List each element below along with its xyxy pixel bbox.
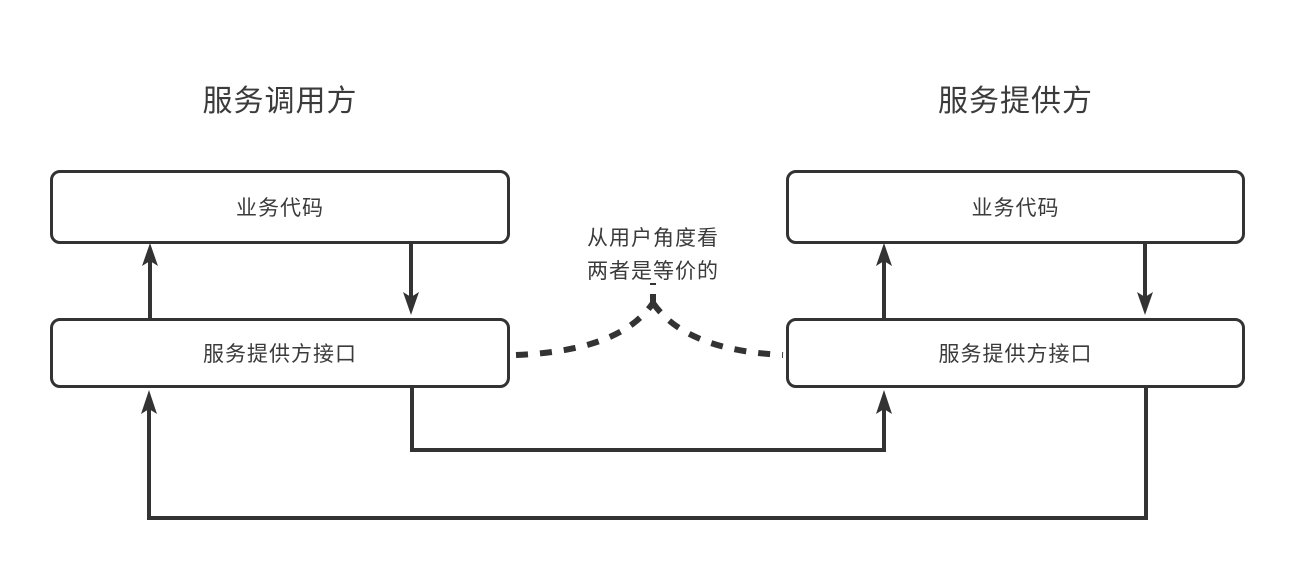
connector-caller-iface-to-biz (142, 243, 158, 318)
node-caller-business-code[interactable]: 业务代码 (50, 170, 510, 244)
connector-provider-iface-to-caller-iface (141, 388, 1148, 520)
node-provider-business-code[interactable]: 业务代码 (786, 170, 1245, 244)
column-title-caller: 服务调用方 (202, 85, 358, 118)
node-caller-provider-interface[interactable]: 服务提供方接口 (50, 318, 510, 388)
node-label: 业务代码 (971, 197, 1060, 220)
node-label: 服务提供方接口 (203, 343, 357, 366)
equivalence-annotation-line1: 从用户角度看 (587, 227, 719, 250)
node-label: 服务提供方接口 (938, 343, 1093, 366)
connector-caller-iface-to-provider-iface (410, 388, 892, 452)
equivalence-annotation-line2: 两者是等价的 (587, 260, 719, 283)
equivalence-annotation: 从用户角度看 两者是等价的 (561, 222, 745, 288)
node-label: 业务代码 (236, 197, 324, 220)
connector-provider-iface-to-biz (876, 243, 892, 318)
connector-caller-biz-to-iface (403, 244, 419, 315)
connector-provider-biz-to-iface (1137, 244, 1153, 315)
connector-equivalence-link (515, 283, 784, 358)
node-provider-provider-interface[interactable]: 服务提供方接口 (786, 318, 1245, 388)
column-title-provider: 服务提供方 (938, 85, 1093, 118)
